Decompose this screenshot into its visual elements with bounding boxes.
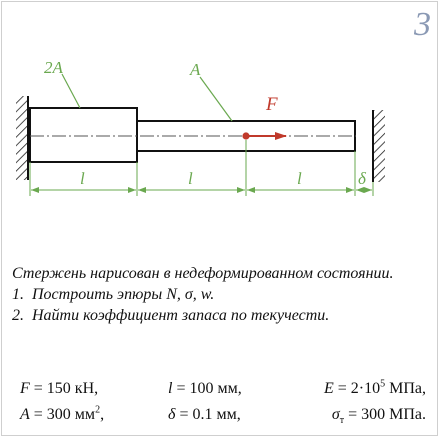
label-F: F bbox=[265, 94, 278, 115]
param-sigma-yield: σт = 300 МПа. bbox=[331, 406, 426, 427]
param-l: l = 100 мм, bbox=[168, 380, 242, 397]
problem-text: Стержень нарисован в недеформированном с… bbox=[12, 263, 428, 326]
task-2-number: 2. bbox=[12, 307, 24, 324]
label-2A: 2A bbox=[44, 58, 64, 77]
task-1-text: Построить эпюры N, σ, w. bbox=[32, 286, 215, 303]
label-A: A bbox=[189, 60, 201, 79]
task-2-text: Найти коэффициент запаса по текучести. bbox=[32, 307, 330, 324]
bar-diagram: 2A A F l l l δ bbox=[16, 58, 385, 196]
right-wall-hatch bbox=[373, 110, 385, 182]
task-1-number: 1. bbox=[12, 286, 24, 303]
leader-2A bbox=[61, 73, 81, 109]
dim-label-3: l bbox=[297, 169, 302, 188]
task-item-2: 2. Найти коэффициент запаса по текучести… bbox=[12, 305, 428, 326]
task-item-1: 1. Построить эпюры N, σ, w. bbox=[12, 284, 428, 305]
task-number: 3 bbox=[414, 6, 431, 43]
dim-label-gap: δ bbox=[358, 169, 367, 188]
left-wall-hatch bbox=[16, 96, 28, 180]
params-row-2: A = 300 мм2, δ = 0.1 мм, σт = 300 МПа. bbox=[20, 402, 430, 428]
param-E: E = 2·105 МПа, bbox=[323, 378, 426, 397]
dim-label-1: l bbox=[80, 169, 85, 188]
param-F: F = 150 кН, bbox=[20, 380, 99, 397]
param-A: A = 300 мм2, bbox=[20, 404, 105, 423]
problem-statement: Стержень нарисован в недеформированном с… bbox=[12, 265, 394, 282]
given-parameters: F = 150 кН, l = 100 мм, E = 2·105 МПа, A… bbox=[20, 376, 430, 428]
params-row-1: F = 150 кН, l = 100 мм, E = 2·105 МПа, bbox=[20, 376, 430, 402]
param-delta: δ = 0.1 мм, bbox=[168, 406, 241, 423]
leader-A bbox=[199, 76, 233, 122]
dim-label-2: l bbox=[188, 169, 193, 188]
bar-segment-wide bbox=[29, 107, 138, 163]
